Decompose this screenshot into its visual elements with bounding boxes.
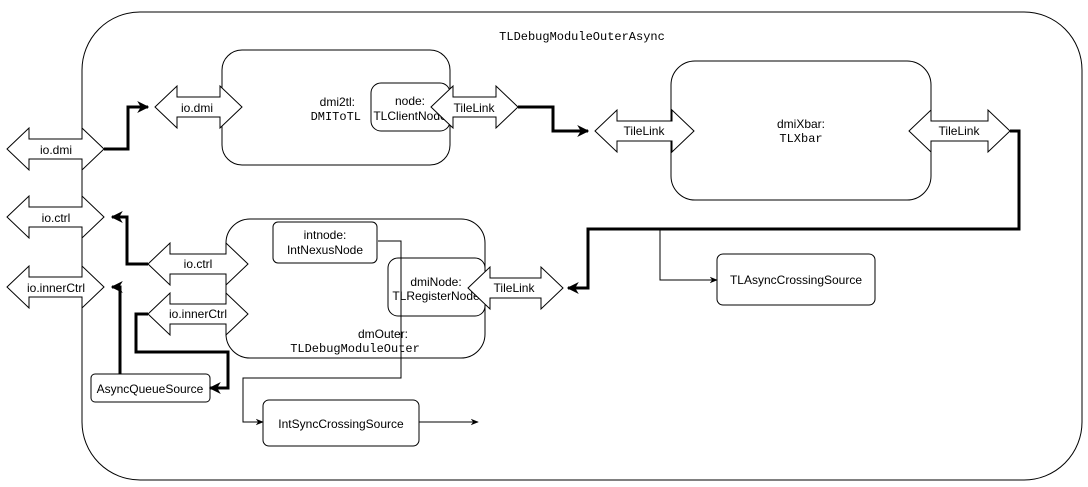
async-queue-bus-line bbox=[110, 281, 123, 374]
dmixbar-name: dmiXbar: bbox=[777, 117, 825, 131]
async-queue-source-label: AsyncQueueSource bbox=[97, 382, 204, 396]
tlclientnode-label: node: bbox=[395, 94, 425, 108]
dmi2tl-io-dmi-port-label: io.dmi bbox=[181, 101, 213, 115]
dmixbar-tilelink-in-port-label: TileLink bbox=[624, 124, 666, 138]
dmi2tl-io-dmi-port-arrow bbox=[154, 84, 243, 130]
int-sync-crossing-source-label: IntSyncCrossingSource bbox=[278, 417, 404, 431]
dmouter-type: TLDebugModuleOuter bbox=[290, 342, 420, 356]
dmouter-io-ctrl-port-arrow bbox=[147, 241, 249, 287]
io-innerctrl-outer-port-arrow bbox=[6, 264, 105, 310]
dmouter-tilelink-port-label: TileLink bbox=[494, 281, 536, 295]
dmouter-tilelink-port-arrow bbox=[467, 265, 564, 311]
dmi-bus-line bbox=[104, 101, 150, 151]
outer-module-title: TLDebugModuleOuterAsync bbox=[499, 30, 665, 44]
dmixbar-tilelink-out-port-label: TileLink bbox=[939, 124, 981, 138]
dmixbar-type: TLXbar bbox=[779, 132, 822, 146]
dmi2tl-name: dmi2tl: bbox=[320, 95, 355, 109]
dmouter-io-ctrl-port-label: io.ctrl bbox=[184, 257, 213, 271]
io-ctrl-outer-port-label: io.ctrl bbox=[42, 211, 71, 225]
tlclientnode-type: TLClientNode bbox=[373, 109, 447, 123]
innerctrl-bus-line bbox=[134, 312, 230, 394]
dmouter-name: dmOuter: bbox=[358, 327, 408, 341]
io-ctrl-outer-port-arrow bbox=[6, 194, 105, 240]
tlregisternode-type: TLRegisterNode bbox=[392, 289, 480, 303]
tilelink-bus-line-1 bbox=[518, 105, 590, 137]
ctrl-bus-line bbox=[110, 211, 148, 266]
dmi2tl-tilelink-port-label: TileLink bbox=[454, 101, 496, 115]
int-connector-line bbox=[242, 240, 402, 426]
tlregisternode-label: dmiNode: bbox=[410, 275, 461, 289]
dmouter-io-innerctrl-port-label: io.innerCtrl bbox=[169, 307, 227, 321]
dmixbar-tilelink-in-port-arrow bbox=[594, 108, 695, 154]
tl-async-crossing-source-label: TLAsyncCrossingSource bbox=[730, 273, 862, 287]
intnexusnode-type: IntNexusNode bbox=[287, 243, 363, 257]
tl-async-connector-line bbox=[659, 229, 718, 284]
dmi2tl-tilelink-port-arrow bbox=[430, 84, 519, 130]
io-dmi-outer-port-arrow bbox=[6, 126, 105, 172]
io-innerctrl-outer-port-label: io.innerCtrl bbox=[27, 281, 85, 295]
tilelink-bus-line-2 bbox=[566, 129, 1021, 294]
dmixbar-tilelink-out-port-arrow bbox=[908, 108, 1011, 154]
intnexusnode-label: intnode: bbox=[304, 228, 347, 242]
dmouter-io-innerctrl-port-arrow bbox=[147, 291, 249, 337]
intnexusnode-box bbox=[272, 221, 378, 264]
dmi2tl-type: DMIToTL bbox=[311, 110, 361, 124]
io-dmi-outer-port-label: io.dmi bbox=[40, 143, 72, 157]
